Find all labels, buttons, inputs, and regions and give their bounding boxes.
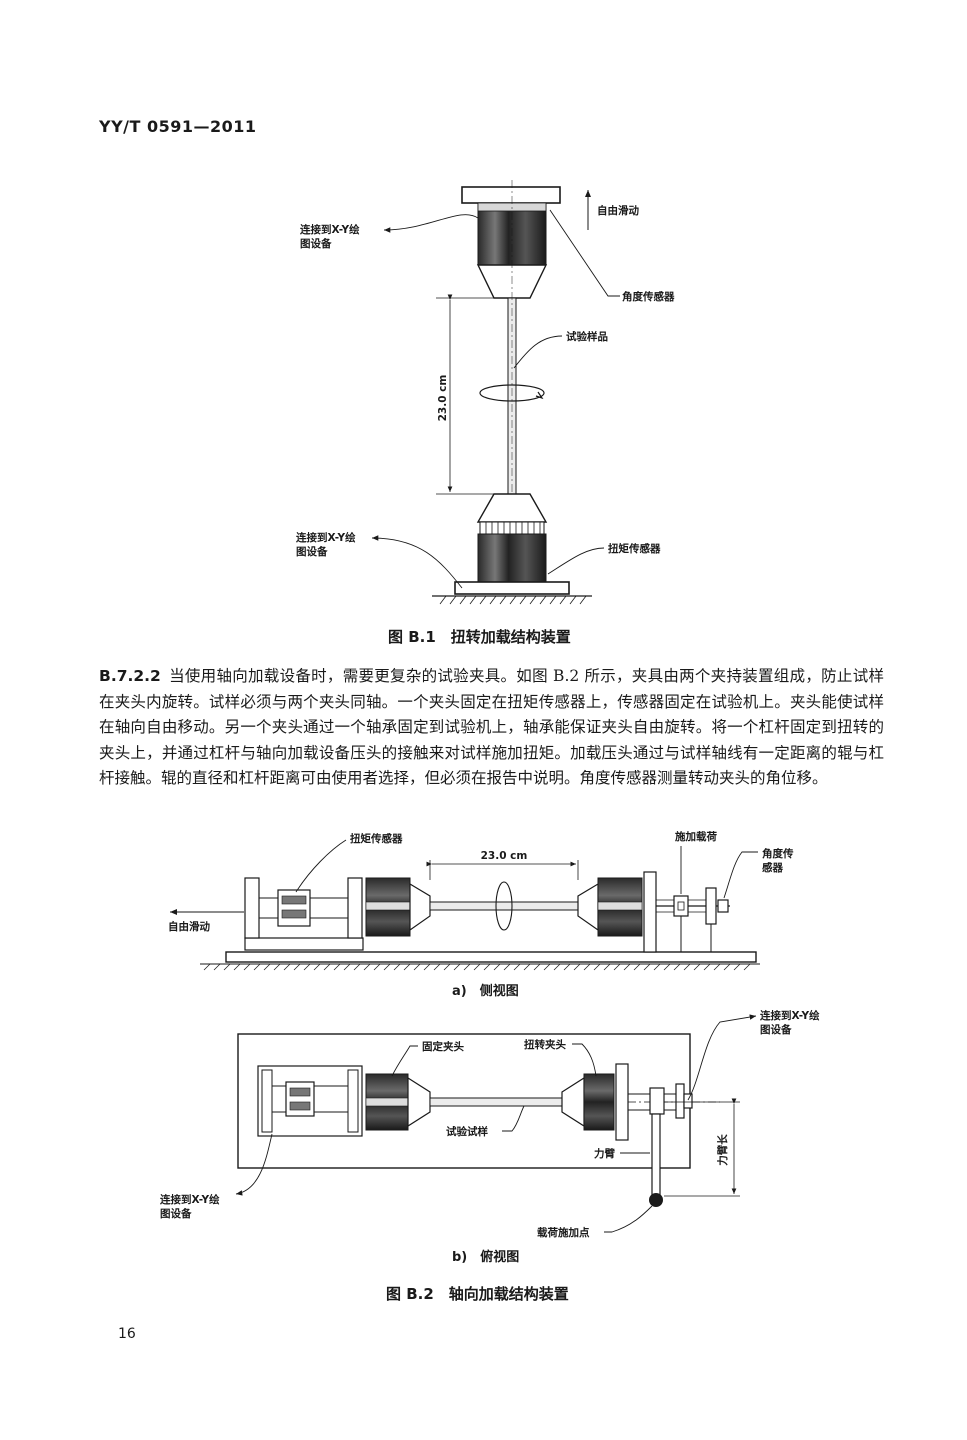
figure-b2-caption: 图 B.2 轴向加载结构装置 [386, 1285, 569, 1303]
torsion-chuck-label: 扭转夹头 [524, 1038, 566, 1051]
side-view-caption: a) 侧视图 [452, 984, 519, 999]
side-angle-sensor [717, 899, 729, 913]
figure-b1-caption: 图 B.1 扭转加载结构装置 [388, 628, 571, 646]
standard-code: YY/T 0591—2011 [99, 117, 257, 136]
top-torsion-chuck [583, 1073, 615, 1131]
figure-b2-side-view: 23.0 cm 扭矩传感器 施加载荷 角度传 感器 自由滑动 [168, 830, 794, 971]
torque-sensor-label: 扭矩传感器 [608, 542, 661, 555]
lever-arm [651, 1113, 661, 1199]
side-rotation-icon [495, 881, 513, 931]
top-plate [461, 186, 561, 204]
side-angle-sensor-label-1: 角度传 [762, 847, 794, 860]
free-slide-label: 自由滑动 [597, 204, 639, 217]
figure-b1-torsion-setup: 23.0 cm 自由滑动 连接到X-Y绘 图设备 角度传感器 试验样品 连接到X… [296, 180, 675, 605]
length-dimension-label: 23.0 cm [437, 375, 449, 422]
side-specimen [429, 901, 579, 911]
connect-xy-left-label-1: 连接到X-Y绘 [160, 1193, 220, 1206]
apply-load-label: 施加载荷 [675, 830, 717, 843]
side-torque-sensor [277, 889, 311, 927]
top-specimen [429, 1097, 563, 1107]
bottom-chuck [476, 493, 548, 523]
lever-arm-label: 力臂 [594, 1147, 615, 1160]
machine-base [225, 951, 757, 963]
top-angle-sensor [683, 1093, 693, 1109]
top-torque-sensor [285, 1081, 315, 1117]
figure-b2-top-view: 力臂长 固定夹头 扭转夹头 连接到X-Y绘 图设备 试验试样 力臂 连接到X-Y… [160, 1009, 820, 1239]
connect-xy-right-label-1: 连接到X-Y绘 [760, 1009, 820, 1022]
top-specimen-label: 试验试样 [446, 1125, 488, 1138]
page-number: 16 [118, 1326, 136, 1342]
connect-xy-right-label-2: 图设备 [760, 1023, 792, 1036]
side-length-label: 23.0 cm [481, 850, 528, 862]
side-angle-sensor-label-2: 感器 [762, 861, 783, 874]
base-plate [454, 581, 570, 595]
connect-xy-left-label-2: 图设备 [160, 1207, 192, 1220]
connect-xy-label-top-2: 图设备 [300, 237, 332, 250]
load-point-label: 载荷施加点 [537, 1226, 590, 1239]
fixed-chuck-label: 固定夹头 [422, 1040, 464, 1053]
top-view-caption: b) 俯视图 [452, 1250, 520, 1265]
torque-sensor-cylinder [477, 533, 547, 583]
rotation-arrow-icon [479, 384, 545, 402]
lever-length-label: 力臂长 [716, 1134, 729, 1166]
connect-xy-label-top-1: 连接到X-Y绘 [300, 223, 360, 236]
angle-sensor-label: 角度传感器 [622, 290, 675, 303]
test-specimen-label: 试验样品 [566, 330, 608, 343]
side-torque-sensor-label: 扭矩传感器 [350, 832, 403, 845]
clause-text: 当使用轴向加载设备时，需要更复杂的试验夹具。如图 B.2 所示，夹具由两个夹持装… [99, 667, 884, 788]
clause-number: B.7.2.2 [99, 667, 161, 685]
connect-xy-label-bottom-1: 连接到X-Y绘 [296, 531, 356, 544]
load-point-icon [649, 1193, 663, 1207]
connect-xy-label-bottom-2: 图设备 [296, 545, 328, 558]
side-free-slide-label: 自由滑动 [168, 920, 210, 933]
